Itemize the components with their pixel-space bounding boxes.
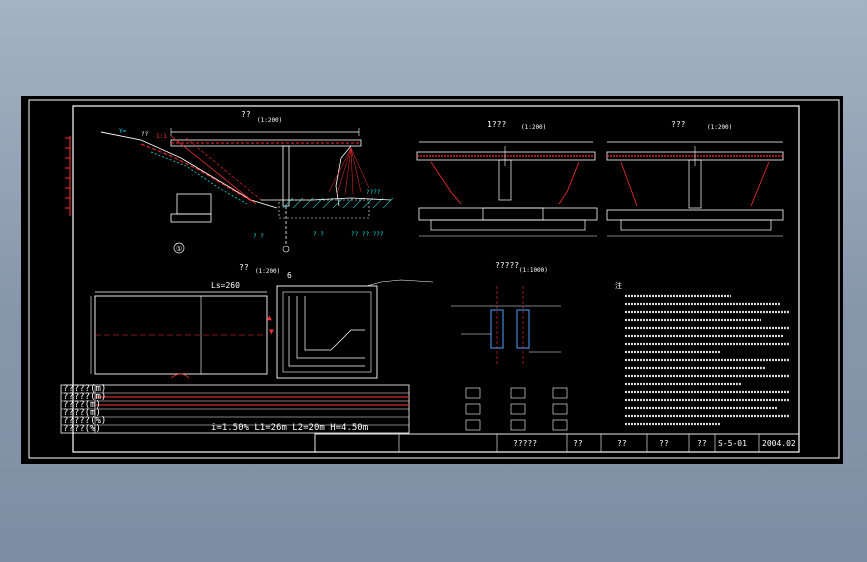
section-a-scale: (1:200)	[521, 124, 546, 131]
circle-mark: ①	[176, 245, 182, 253]
row-label-3: ????(m)	[63, 408, 101, 418]
title-block: ????? ?? ?? ?? ?? S-5-01 2004.02	[314, 433, 800, 453]
plan-view: ?? (1:200) Ls=260 ▲ ▼	[90, 263, 280, 379]
section-a: 1??? (1:200)	[416, 120, 598, 237]
elevation-title: ??	[241, 110, 251, 119]
section-b-scale: (1:200)	[707, 124, 732, 131]
detail-scale: (1:1000)	[519, 267, 548, 274]
center-pier	[282, 145, 290, 207]
frame-border	[72, 105, 800, 453]
svg-text:Y=: Y=	[119, 128, 127, 135]
notes-text-lines	[625, 294, 789, 426]
svg-text:? ?: ? ?	[313, 231, 324, 238]
legend	[465, 387, 568, 431]
section-b: ??? (1:200)	[606, 120, 784, 237]
elevation-scale: (1:200)	[257, 117, 282, 124]
plan-length-label: Ls=260	[211, 281, 240, 290]
section-a-title: 1???	[487, 120, 506, 129]
row-label-1: ?????(m)	[63, 392, 106, 402]
inner-border	[28, 99, 840, 459]
drawing-name: ?????	[513, 439, 537, 448]
side-label: 6	[287, 271, 292, 280]
notes-heading: 注	[615, 281, 622, 290]
svg-text:????: ????	[366, 189, 381, 196]
drawing-canvas: ?? (1:200) Y= ?? 1:1	[28, 99, 840, 459]
section-b-title: ???	[671, 120, 686, 129]
left-abutment	[176, 193, 212, 215]
title-field-3: ??	[659, 439, 669, 448]
svg-text:1:1: 1:1	[156, 133, 167, 140]
small-detail: ????? (1:1000)	[451, 261, 561, 366]
svg-text:? ?: ? ?	[253, 233, 264, 240]
title-field-4: ??	[697, 439, 707, 448]
table-bottom-note: i=1.50% L1=26m L2=20m H=4.50m	[211, 423, 368, 433]
drawing-date: 2004.02	[762, 439, 796, 448]
title-field-2: ??	[617, 439, 627, 448]
plan-title: ??	[239, 263, 249, 272]
detail-title: ?????	[495, 261, 519, 270]
title-field-1: ??	[573, 439, 583, 448]
elevation-view: ?? (1:200) Y= ?? 1:1	[65, 110, 394, 254]
plan-scale: (1:200)	[255, 268, 280, 275]
row-label-5: ????(%)	[63, 424, 101, 434]
elevation-ruler	[65, 136, 71, 216]
drawing-number: S-5-01	[718, 439, 747, 448]
svg-text:▼: ▼	[269, 327, 274, 336]
profile-table: ?????(m) ?????(m) ????(m) ????(m) ?????(…	[60, 384, 410, 434]
row-label-2: ????(m)	[63, 400, 101, 410]
wing-detail: 6	[276, 271, 434, 379]
left-slope	[100, 131, 278, 209]
svg-text:??: ??	[141, 131, 149, 138]
notes: 注	[615, 281, 789, 426]
cone-lines	[328, 147, 370, 195]
row-label-4: ?????(%)	[63, 416, 106, 426]
svg-text:?? ?? ???: ?? ?? ???	[351, 231, 384, 238]
foundation	[278, 199, 370, 219]
row-label-0: ?????(m)	[63, 384, 106, 394]
cad-drawing-sheet: ?? (1:200) Y= ?? 1:1	[21, 96, 843, 464]
svg-text:▲: ▲	[267, 313, 272, 322]
